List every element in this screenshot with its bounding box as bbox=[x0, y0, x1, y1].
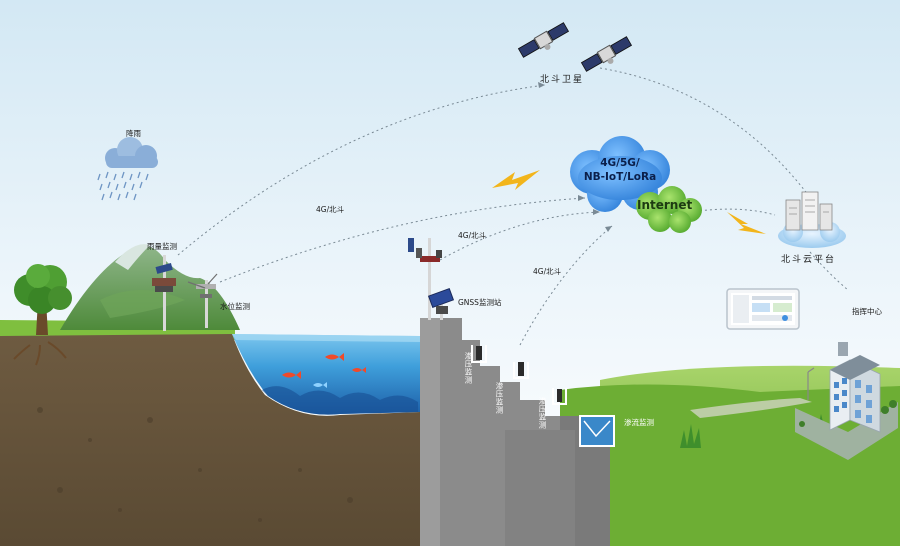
dam-body bbox=[420, 318, 615, 546]
sensor-pole-icon bbox=[187, 273, 218, 328]
seepage-flow-label: 渗流监测 bbox=[624, 418, 654, 427]
link-label-2: 4G/北斗 bbox=[458, 231, 487, 240]
link-label-3: 4G/北斗 bbox=[533, 267, 562, 276]
beidou-satellite-label: 北斗卫星 bbox=[540, 75, 585, 85]
seepage-pressure-label-2: 渗压监测 bbox=[495, 382, 504, 414]
seepage-pressure-label-3: 渗压监测 bbox=[538, 397, 547, 429]
monitor-icon bbox=[726, 288, 800, 330]
beidou-cloud-label: 北斗云平台 bbox=[781, 255, 837, 265]
seepage-pressure-label-1: 渗压监测 bbox=[464, 352, 473, 384]
lightning-icon bbox=[492, 170, 766, 234]
network-line-2: NB-IoT/LoRa bbox=[583, 171, 657, 183]
satellite-icon bbox=[580, 36, 633, 72]
building-icon bbox=[795, 342, 898, 460]
rain-gauge-label: 雨量监测 bbox=[147, 242, 177, 251]
internet-cloud bbox=[636, 186, 702, 233]
sensor-pole-icon bbox=[408, 238, 442, 320]
network-line-1: 4G/5G/ bbox=[600, 157, 640, 169]
link-label-1: 4G/北斗 bbox=[316, 205, 345, 214]
reservoir-water bbox=[232, 334, 420, 415]
water-level-label: 水位监测 bbox=[220, 302, 250, 311]
server-cloud-icon bbox=[778, 191, 846, 248]
satellite-icon bbox=[517, 22, 570, 58]
internet-label: Internet bbox=[637, 198, 693, 212]
solar-panel-icon bbox=[427, 287, 455, 320]
network-cloud-label: 4G/5G/ NB-IoT/LoRa bbox=[578, 156, 662, 184]
link-paths bbox=[177, 67, 849, 346]
sensor-pole-icon bbox=[152, 255, 176, 331]
fish-icon bbox=[282, 353, 366, 388]
rainfall-label: 降雨 bbox=[126, 129, 141, 138]
tree-icon bbox=[13, 264, 72, 366]
gnss-station-label: GNSS监测站 bbox=[458, 298, 502, 307]
rain-cloud-icon bbox=[97, 137, 158, 201]
command-center-label: 指挥中心 bbox=[852, 307, 882, 316]
